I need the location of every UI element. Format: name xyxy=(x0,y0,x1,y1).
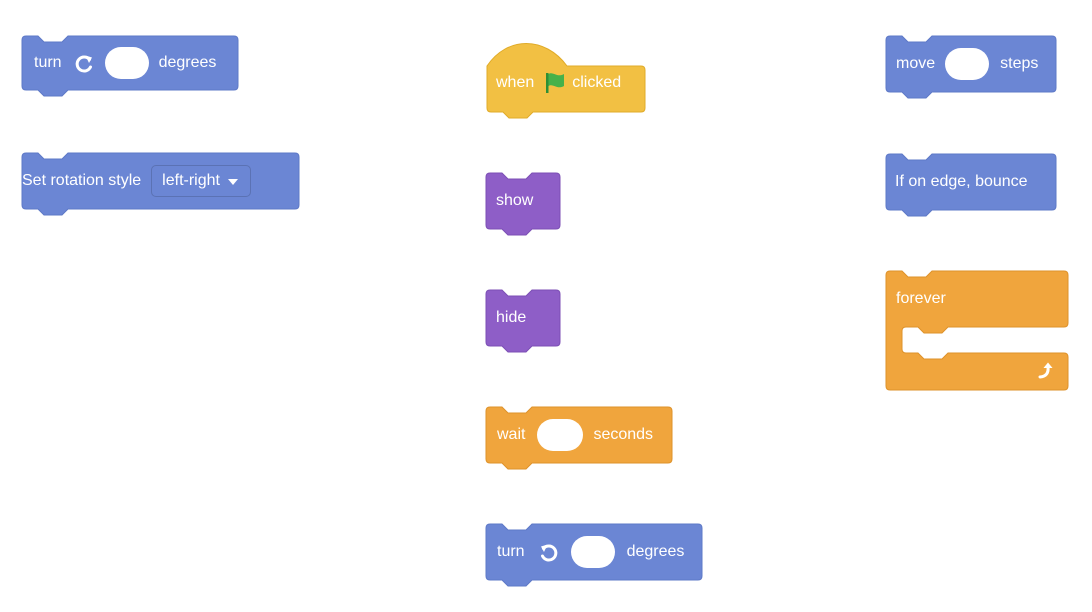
wait-label: wait xyxy=(497,426,526,443)
move-steps-block[interactable]: move steps xyxy=(885,35,1057,99)
bounce-label: If on edge, bounce xyxy=(895,173,1028,190)
forever-label: forever xyxy=(896,290,946,307)
block-shape xyxy=(485,289,561,353)
set-rotation-style-block[interactable]: Set rotation style left-right xyxy=(21,152,300,217)
rotation-style-dropdown[interactable]: left-right xyxy=(151,165,251,197)
rotate-right-icon xyxy=(74,52,96,74)
show-block[interactable]: show xyxy=(485,172,561,239)
steps-label: steps xyxy=(1000,55,1039,72)
hide-label: hide xyxy=(496,309,527,326)
chevron-down-icon xyxy=(227,179,238,185)
loop-arrow-icon xyxy=(1036,361,1056,381)
degrees-label: degrees xyxy=(158,54,217,71)
turn-right-degrees-block[interactable]: turn degrees xyxy=(21,35,239,97)
steps-input[interactable] xyxy=(945,48,990,80)
block-shape xyxy=(485,172,561,236)
block-shape xyxy=(486,43,646,119)
turn-label: turn xyxy=(34,54,62,71)
when-label: when xyxy=(496,74,535,91)
wait-seconds-block[interactable]: wait seconds xyxy=(485,406,673,473)
forever-block[interactable]: forever xyxy=(885,270,1069,391)
block-shape xyxy=(885,270,1069,391)
block-shape xyxy=(885,153,1057,217)
hide-block[interactable]: hide xyxy=(485,289,561,356)
turn-label: turn xyxy=(497,543,525,560)
rotate-left-icon xyxy=(537,541,559,563)
degrees-input[interactable] xyxy=(104,47,149,79)
dropdown-value: left-right xyxy=(162,172,220,189)
degrees-input[interactable] xyxy=(570,536,615,568)
seconds-label: seconds xyxy=(593,426,654,443)
move-label: move xyxy=(896,55,936,72)
green-flag-icon xyxy=(544,71,566,95)
when-flag-clicked-block[interactable]: when clicked xyxy=(486,38,646,122)
seconds-input[interactable] xyxy=(537,419,584,451)
clicked-label: clicked xyxy=(572,74,622,91)
if-on-edge-bounce-block[interactable]: If on edge, bounce xyxy=(885,153,1057,217)
set-rotation-style-label: Set rotation style xyxy=(22,172,142,189)
degrees-label: degrees xyxy=(626,543,685,560)
show-label: show xyxy=(496,192,534,209)
turn-left-degrees-block[interactable]: turn degrees xyxy=(485,523,703,587)
